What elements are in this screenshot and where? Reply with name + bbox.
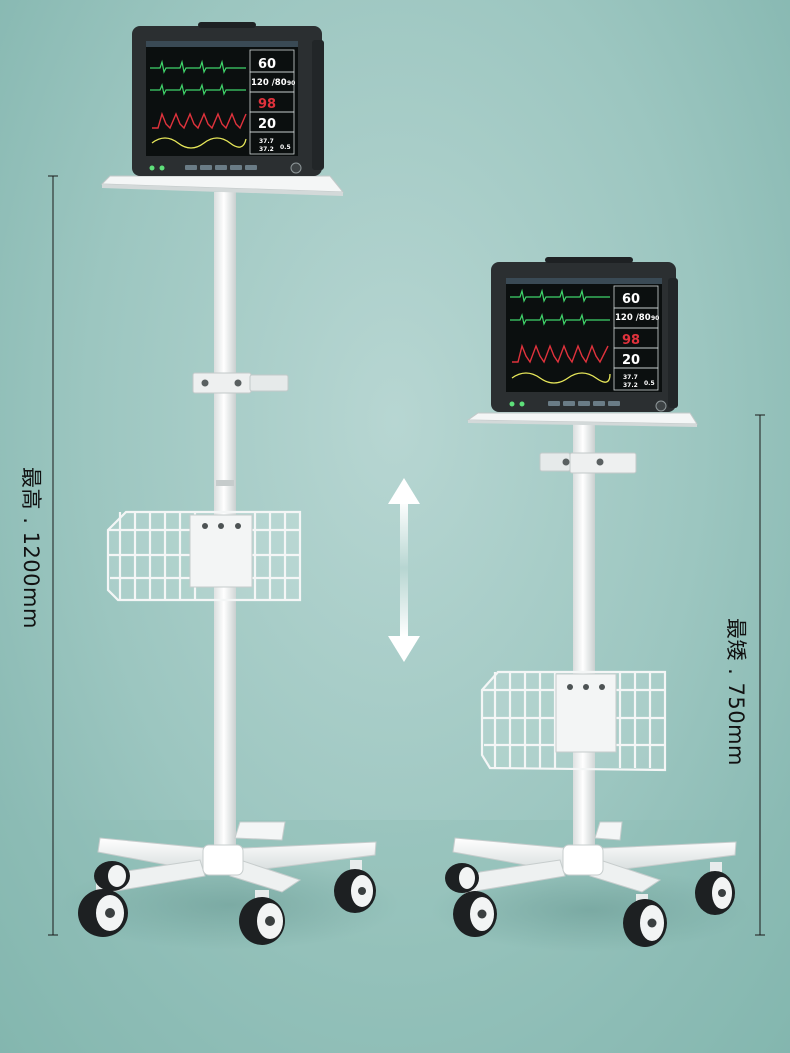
caster-wheel xyxy=(445,863,479,893)
pole-clamp xyxy=(539,452,637,474)
patient-monitor: 60 120 /80 90 98 20 37.7 37.2 0.5 xyxy=(491,257,678,412)
short-stand: 60 120 /80 90 98 20 37.7 37.2 0.5 xyxy=(430,257,750,952)
star-base xyxy=(97,821,377,893)
temp1-value: 37.7 xyxy=(623,374,638,381)
ecg-trace xyxy=(510,312,610,326)
caster-wheel xyxy=(453,888,497,937)
caster-wheel xyxy=(239,890,285,945)
pole xyxy=(573,424,595,860)
caster-wheel xyxy=(94,861,130,891)
hr-value: 60 xyxy=(258,57,276,72)
resp-trace xyxy=(151,137,247,149)
temp2-value: 37.2 xyxy=(623,382,638,389)
resp-trace xyxy=(511,372,611,384)
nibp-mean-value: 90 xyxy=(651,315,659,322)
nibp-value: 120 /80 xyxy=(615,313,651,323)
temp-delta-value: 0.5 xyxy=(280,144,291,151)
min-height-dimension-line xyxy=(755,414,765,936)
caster-wheel xyxy=(695,862,735,915)
temp1-value: 37.7 xyxy=(259,138,274,145)
temp2-value: 37.2 xyxy=(259,146,274,153)
height-adjust-arrow xyxy=(388,478,420,662)
pole-clamp xyxy=(192,372,289,394)
caster-wheel xyxy=(623,894,667,947)
hr-value: 60 xyxy=(622,292,640,307)
max-height-label: 最高 . 1200mm xyxy=(19,467,43,629)
spo2-trace xyxy=(152,111,247,130)
spo2-trace xyxy=(512,343,609,364)
nibp-mean-value: 90 xyxy=(287,80,295,87)
patient-monitor: 60 120 /80 90 98 20 37.7 37.2 0.5 xyxy=(132,22,324,176)
temp-delta-value: 0.5 xyxy=(644,380,655,387)
ecg-trace xyxy=(150,82,246,96)
ecg-trace xyxy=(150,59,246,74)
tall-stand: 60 120 /80 90 98 20 37.7 37.2 0.5 xyxy=(60,22,400,950)
caster-wheel xyxy=(334,860,376,913)
nibp-value: 120 /80 xyxy=(251,78,287,88)
spo2-value: 98 xyxy=(622,333,640,348)
resp-value: 20 xyxy=(622,353,640,368)
min-height-label: 最矮 . 750mm xyxy=(724,617,748,767)
spo2-value: 98 xyxy=(258,97,276,112)
max-height-dimension-line xyxy=(48,175,58,936)
star-base xyxy=(452,821,737,893)
resp-value: 20 xyxy=(258,117,276,132)
ecg-trace xyxy=(510,288,610,303)
